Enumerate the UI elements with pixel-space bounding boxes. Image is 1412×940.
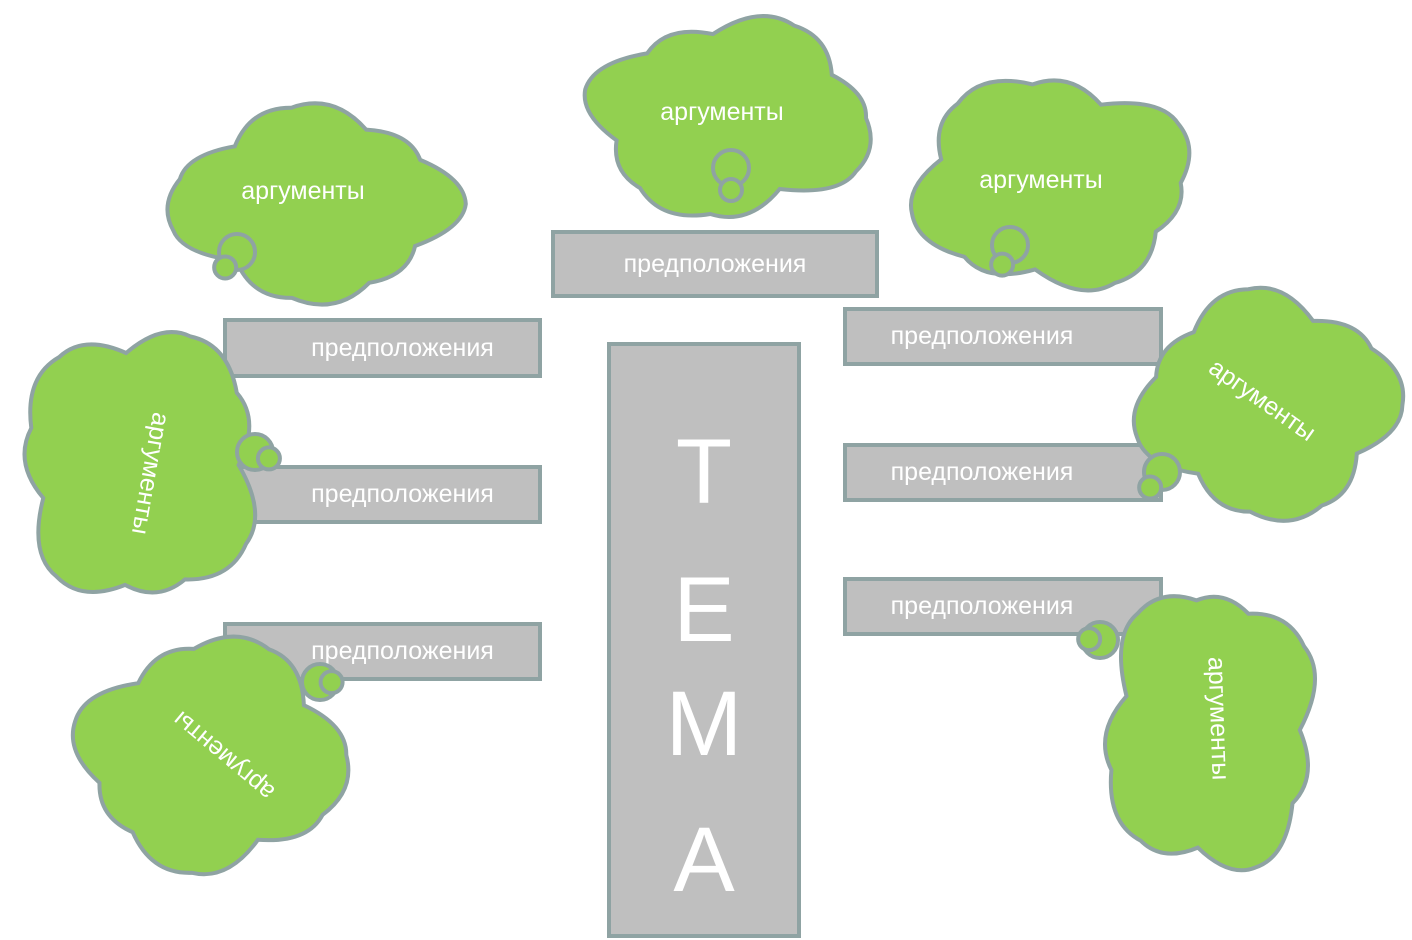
assumption-label-left-2: предположения [311, 480, 494, 508]
cloud-body [909, 78, 1192, 293]
assumption-box-right-1: предположения [843, 307, 1163, 366]
cloud-body [70, 634, 351, 877]
assumption-label-top: предположения [623, 249, 807, 278]
cloud-body [22, 330, 258, 595]
argument-label: аргументы [1202, 656, 1235, 781]
cloud-body [1103, 594, 1317, 873]
assumption-label-right-3: предположения [890, 592, 1074, 620]
thought-bubble-small [718, 177, 744, 203]
assumption-box-right-2: предположения [843, 443, 1163, 502]
argument-label: аргументы [979, 166, 1103, 194]
thought-bubble-small [1076, 626, 1103, 653]
thought-bubble-small [318, 669, 345, 696]
assumption-label-right-1: предположения [890, 322, 1074, 350]
cloud-body [582, 14, 873, 219]
topic-letter-4: А [673, 809, 735, 911]
assumption-label-left-1: предположения [311, 333, 494, 362]
assumption-label-right-2: предположения [890, 458, 1074, 486]
topic-letter-2: Е [673, 559, 735, 661]
thought-bubble-small [255, 445, 282, 472]
thought-bubble-small [1137, 474, 1164, 501]
assumption-box-top: предположения [551, 230, 879, 298]
topic-box: Т Е М А [607, 342, 801, 938]
thought-bubble-small [212, 254, 239, 281]
argument-label: аргументы [660, 98, 784, 126]
assumption-box-left-2: предположения [223, 465, 542, 524]
topic-letter-3: М [665, 673, 743, 775]
assumption-label-left-3: предположения [311, 637, 494, 665]
topic-letter-1: Т [675, 421, 733, 523]
assumption-box-left-1: предположения [223, 318, 542, 378]
thought-bubble-small [989, 251, 1016, 278]
argument-label: аргументы [241, 177, 365, 205]
cloud-body [1131, 285, 1406, 523]
